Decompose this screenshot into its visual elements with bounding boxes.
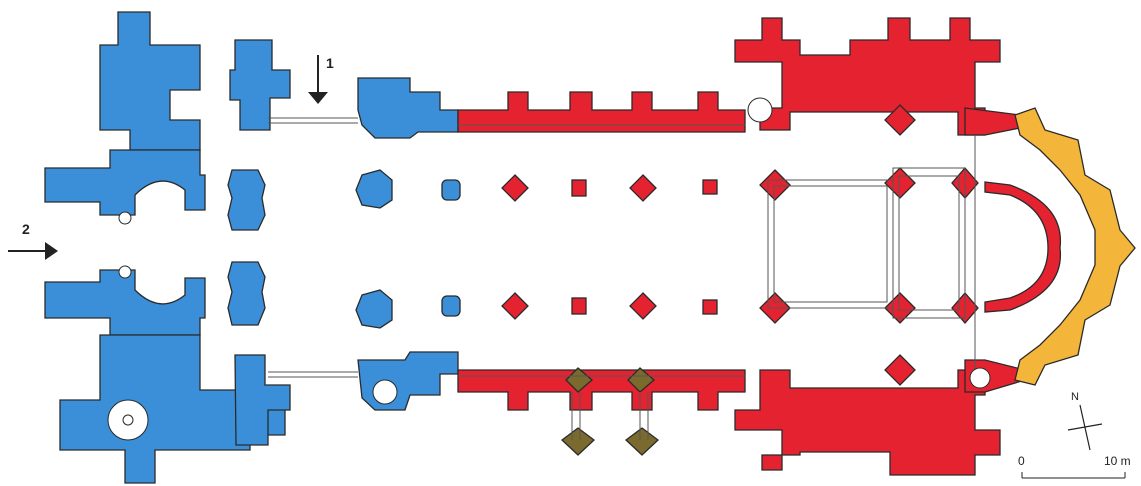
- scale-bar: 0 10 m: [1018, 454, 1131, 479]
- nave-pier-s3: [501, 292, 529, 320]
- north-west-tower: [99, 11, 201, 151]
- scale-start-label: 0: [1018, 454, 1025, 468]
- arrow-1: 1: [308, 55, 334, 104]
- stair-north-transept: [747, 97, 773, 123]
- arrow-2-label: 2: [22, 221, 30, 237]
- arrow-1-head: [308, 92, 328, 104]
- arrow-2-head: [45, 242, 58, 260]
- south-aisle-wall: [457, 369, 746, 411]
- north-aisle-wall: [457, 91, 746, 133]
- nave-pier-n2: [441, 179, 461, 201]
- north-label: N: [1071, 391, 1079, 403]
- transept-pier-s: [884, 354, 916, 386]
- nave-pier-s2: [441, 295, 461, 317]
- porch-pier-se: [624, 427, 660, 456]
- south-west-tower: [59, 334, 286, 484]
- nave-pier-n4: [571, 179, 587, 197]
- stair-south-aisle: [372, 379, 398, 405]
- choir-vault: [892, 167, 966, 319]
- porch-pier-sw: [560, 427, 596, 456]
- transept-pier-n: [884, 104, 916, 136]
- north-aisle-block: [357, 77, 459, 139]
- nave-pier-s5: [629, 292, 657, 320]
- south-west-buttress: [234, 354, 291, 446]
- arrow-2: 2: [8, 221, 58, 260]
- nave-pier-s4: [571, 297, 587, 315]
- north-compass: N: [1067, 391, 1103, 451]
- west-front-south-wing: [44, 269, 206, 336]
- south-transept: [734, 369, 1001, 476]
- west-pier-north: [227, 169, 266, 231]
- nave-pier-n1: [355, 169, 393, 209]
- yellow-phase-masonry: [1014, 107, 1136, 386]
- vaulting-lines: [268, 117, 976, 440]
- scale-end-label: 10 m: [1104, 454, 1131, 468]
- outer-apse-wall-north: [964, 107, 1021, 136]
- west-front-north-wing: [44, 149, 206, 216]
- north-west-buttress: [229, 39, 291, 131]
- stair-apse: [118, 211, 132, 225]
- crossing-pier-nw: [759, 169, 791, 201]
- stair-south-transept: [969, 367, 991, 389]
- nave-pier-s1: [355, 289, 393, 329]
- blue-phase-masonry: [44, 11, 461, 484]
- red-phase-masonry: [457, 17, 1062, 476]
- olive-phase-masonry: [560, 367, 660, 456]
- arrow-1-label: 1: [326, 55, 334, 71]
- ambulatory-chevet: [1014, 107, 1136, 386]
- west-pier-south: [227, 261, 266, 326]
- nave-pier-s6: [702, 299, 718, 315]
- nave-pier-n3: [501, 174, 529, 202]
- south-aisle-block: [357, 351, 459, 411]
- nave-pier-n6: [702, 179, 718, 195]
- inner-apse-wall: [984, 181, 1062, 313]
- crossing-vault: [767, 179, 894, 309]
- north-transept: [734, 17, 1001, 136]
- crossing-pier-ne: [884, 167, 916, 199]
- spiral-staircases: [107, 97, 991, 441]
- nave-pier-n5: [629, 174, 657, 202]
